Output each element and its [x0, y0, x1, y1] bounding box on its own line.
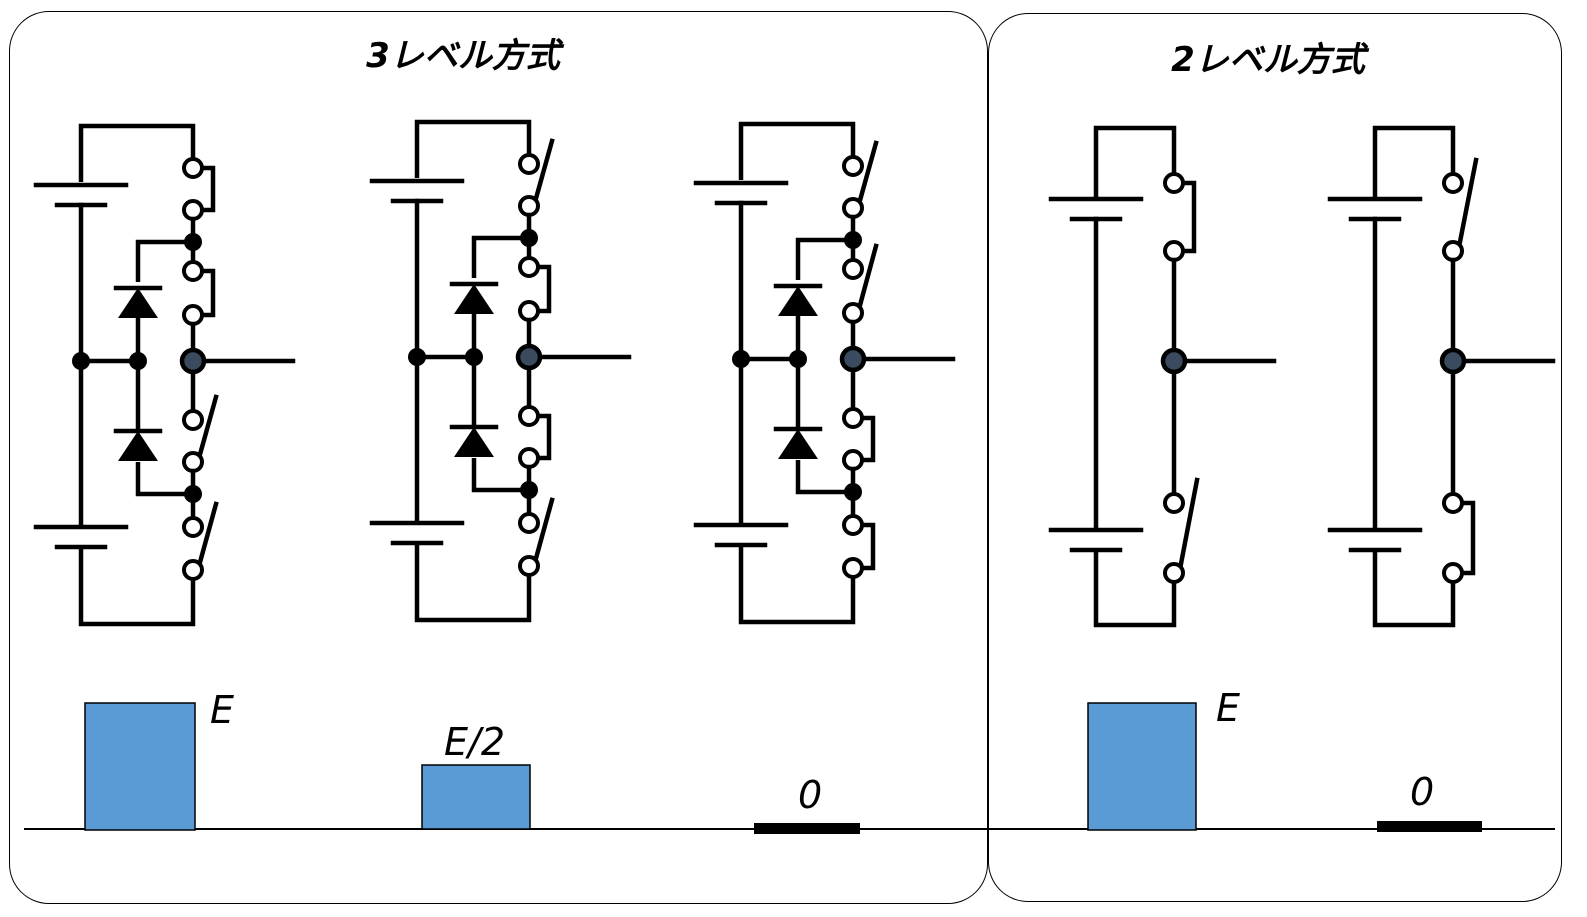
- switch-blade-open: [856, 140, 879, 207]
- switch-terminal: [1163, 240, 1185, 262]
- switch-closed: [862, 415, 876, 463]
- switch-closed: [862, 522, 876, 571]
- switch-terminal: [518, 447, 540, 469]
- switch-terminal: [518, 300, 540, 322]
- switch-terminal: [518, 405, 540, 427]
- three-level-title: 3レベル方式: [366, 36, 560, 76]
- switch-terminal: [182, 157, 204, 179]
- switch-closed: [202, 268, 216, 318]
- switch-terminal: [182, 304, 204, 326]
- switch-blade-open: [532, 138, 555, 205]
- switch-terminal: [842, 302, 864, 324]
- switch-terminal: [1163, 492, 1185, 514]
- neutral-junction: [408, 348, 426, 366]
- switch-terminal: [1442, 240, 1464, 262]
- level-label-e: E: [210, 688, 235, 732]
- output-node: [515, 343, 543, 371]
- switch-closed: [202, 165, 216, 213]
- output-node: [839, 345, 867, 373]
- top-wire: [414, 119, 532, 178]
- diode-wire-upper: [471, 235, 529, 278]
- bottom-wire: [738, 543, 856, 625]
- switch-terminal: [842, 514, 864, 536]
- diode-triangle: [778, 429, 818, 459]
- diode-triangle: [118, 431, 158, 461]
- top-wire: [1093, 125, 1177, 198]
- switch-terminal: [518, 153, 540, 175]
- top-wire: [1372, 125, 1456, 198]
- diode-junction: [129, 352, 147, 370]
- bottom-wire: [1372, 550, 1456, 628]
- output-bar-e: [84, 702, 196, 831]
- switch-blade-open: [1177, 477, 1200, 572]
- switch-terminal: [842, 258, 864, 280]
- switch-terminal: [1163, 562, 1185, 584]
- output-bar-half-e: [421, 764, 531, 830]
- two-level-panel: [988, 13, 1562, 902]
- switch-terminal: [842, 407, 864, 429]
- level-label-zero-two-level: 0: [1410, 770, 1435, 814]
- level-label-e-two-level: E: [1216, 686, 1241, 730]
- diode-triangle: [454, 284, 494, 314]
- diode-wire-lower: [135, 462, 193, 497]
- diode-triangle: [118, 288, 158, 318]
- neutral-junction: [72, 352, 90, 370]
- output-node: [1439, 347, 1467, 375]
- switch-terminal: [182, 409, 204, 431]
- switch-terminal: [182, 199, 204, 221]
- switch-terminal: [518, 195, 540, 217]
- level-label-zero: 0: [798, 773, 823, 817]
- top-wire: [78, 123, 196, 182]
- diode-wire-upper: [135, 239, 193, 282]
- switch-terminal: [1442, 562, 1464, 584]
- switch-blade-open: [1456, 157, 1479, 250]
- switch-terminal: [1442, 492, 1464, 514]
- switch-blade-open: [856, 243, 879, 312]
- diode-wire-lower: [795, 460, 853, 495]
- diode-wire-upper: [795, 237, 853, 280]
- switch-terminal: [518, 512, 540, 534]
- switch-terminal: [518, 256, 540, 278]
- diode-wire-lower: [471, 458, 529, 493]
- switch-terminal: [182, 559, 204, 581]
- switch-blade-open: [532, 497, 555, 565]
- output-bar-e-two-level: [1087, 702, 1197, 831]
- switch-terminal: [842, 449, 864, 471]
- switch-closed: [538, 264, 552, 314]
- switch-terminal: [182, 260, 204, 282]
- top-wire: [738, 121, 856, 180]
- bottom-wire: [78, 545, 196, 627]
- switch-terminal: [842, 155, 864, 177]
- switch-closed: [1183, 180, 1197, 254]
- switch-blade-open: [196, 394, 219, 461]
- switch-terminal: [842, 197, 864, 219]
- switch-terminal: [182, 516, 204, 538]
- diode-junction: [789, 350, 807, 368]
- output-node: [1160, 347, 1188, 375]
- switch-closed: [1462, 500, 1476, 576]
- switch-blade-open: [196, 501, 219, 569]
- diode-triangle: [454, 427, 494, 457]
- output-node: [179, 347, 207, 375]
- output-bar-zero: [754, 823, 860, 834]
- switch-terminal: [518, 555, 540, 577]
- switch-terminal: [1442, 172, 1464, 194]
- switch-terminal: [1163, 172, 1185, 194]
- bottom-wire: [414, 541, 532, 623]
- switch-terminal: [182, 451, 204, 473]
- switch-terminal: [842, 557, 864, 579]
- level-label-half-e: E/2: [444, 720, 505, 764]
- neutral-junction: [732, 350, 750, 368]
- output-bar-zero-two-level: [1377, 821, 1482, 832]
- diode-junction: [465, 348, 483, 366]
- switch-closed: [538, 413, 552, 461]
- bottom-wire: [1093, 550, 1177, 628]
- two-level-title: 2レベル方式: [1171, 40, 1365, 80]
- diode-triangle: [778, 286, 818, 316]
